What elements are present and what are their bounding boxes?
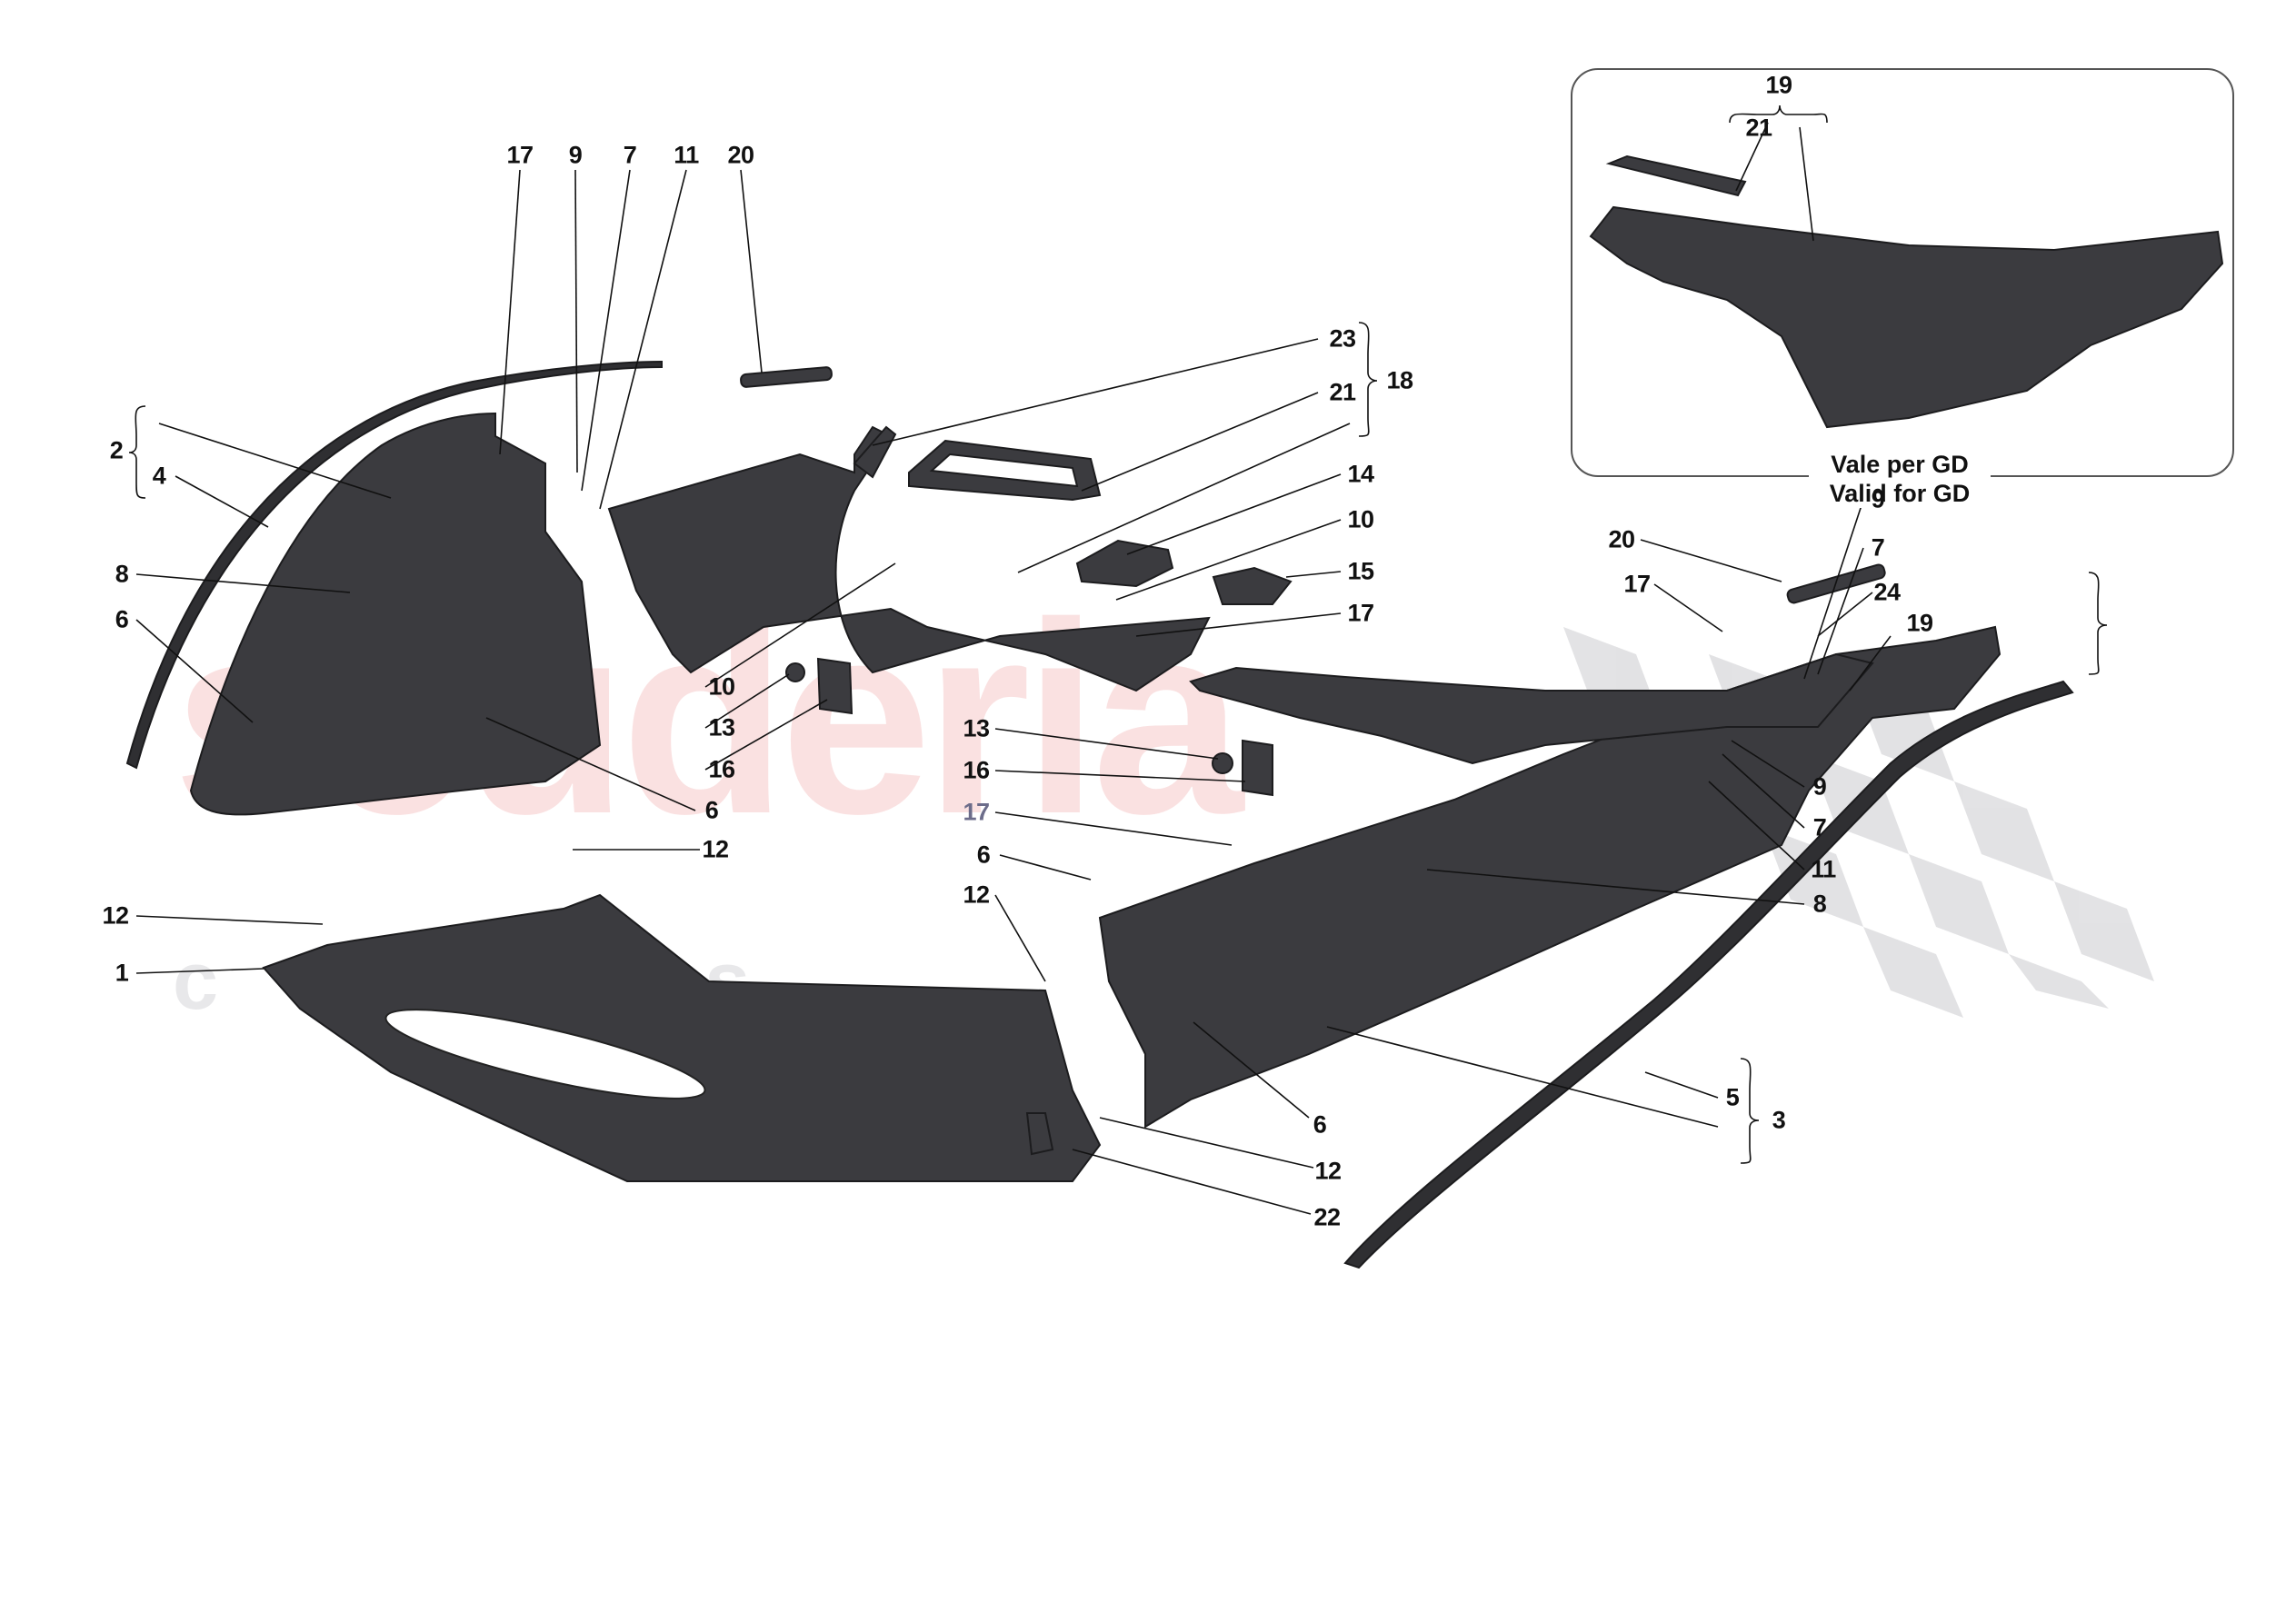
- inset-caption-english: Valid for GD: [1829, 480, 1971, 507]
- callout-part-7[interactable]: 7: [1871, 533, 1885, 562]
- part-1-lower-panel: [262, 893, 1102, 1182]
- callout-part-5[interactable]: 5: [1725, 1083, 1740, 1111]
- callout-part-8[interactable]: 8: [1812, 890, 1827, 918]
- part-16-right: [1242, 739, 1273, 797]
- callout-part-16[interactable]: 16: [708, 755, 735, 783]
- part-20-strut-left: [740, 366, 833, 388]
- part-23: [853, 425, 897, 479]
- callout-part-11[interactable]: 11: [1811, 855, 1836, 883]
- callout-part-7[interactable]: 7: [1812, 813, 1827, 841]
- callout-part-6[interactable]: 6: [1313, 1110, 1327, 1139]
- callout-part-10[interactable]: 10: [708, 672, 735, 701]
- callout-part-11[interactable]: 11: [674, 141, 699, 169]
- callout-part-16[interactable]: 16: [963, 756, 990, 784]
- inset-callout-19[interactable]: 19: [1765, 71, 1792, 99]
- part-13-left: [785, 662, 805, 682]
- callout-part-8[interactable]: 8: [115, 560, 129, 588]
- part-15: [1212, 566, 1293, 605]
- callout-part-12[interactable]: 12: [702, 835, 729, 863]
- callout-part-17[interactable]: 17: [1623, 570, 1651, 598]
- part-21-frame: [908, 439, 1102, 502]
- inset-caption: Vale per GD Valid for GD: [1809, 450, 1991, 508]
- callout-part-13[interactable]: 13: [963, 714, 990, 742]
- callout-part-6[interactable]: 6: [704, 796, 719, 824]
- callout-part-9[interactable]: 9: [1871, 485, 1885, 513]
- callout-part-3[interactable]: 3: [1772, 1106, 1786, 1134]
- callout-part-24[interactable]: 24: [1873, 578, 1901, 606]
- callout-part-12[interactable]: 12: [1314, 1157, 1342, 1185]
- part-2-left-panel: [189, 412, 602, 816]
- callout-part-2[interactable]: 2: [109, 436, 124, 464]
- callout-part-20[interactable]: 20: [727, 141, 754, 169]
- part-13-right: [1212, 752, 1233, 774]
- callout-part-20[interactable]: 20: [1608, 525, 1635, 553]
- callout-part-9[interactable]: 9: [568, 141, 583, 169]
- callout-part-15[interactable]: 15: [1347, 557, 1374, 585]
- inset-caption-italian: Vale per GD: [1831, 451, 1969, 478]
- callout-part-18[interactable]: 18: [1386, 366, 1413, 394]
- callout-part-19[interactable]: 19: [1906, 609, 1933, 637]
- callout-part-21[interactable]: 21: [1329, 378, 1356, 406]
- part-16-left: [816, 657, 854, 715]
- inset-variant-box: [1571, 68, 2234, 477]
- callout-part-6[interactable]: 6: [976, 841, 991, 869]
- leader-lines: [128, 104, 2108, 1215]
- inset-part-19-panel: [1589, 205, 2224, 429]
- callout-part-10[interactable]: 10: [1347, 505, 1374, 533]
- callout-part-4[interactable]: 4: [152, 462, 166, 490]
- callout-part-12[interactable]: 12: [963, 881, 990, 909]
- callout-part-9[interactable]: 9: [1812, 772, 1827, 801]
- callout-part-22[interactable]: 22: [1313, 1203, 1341, 1231]
- callout-part-1[interactable]: 1: [115, 959, 129, 987]
- callout-part-14[interactable]: 14: [1347, 460, 1374, 488]
- part-5-seal: [1343, 680, 2074, 1269]
- callout-part-12[interactable]: 12: [102, 901, 129, 930]
- callout-part-17[interactable]: 17: [506, 141, 534, 169]
- callout-part-17[interactable]: 17: [1347, 599, 1374, 627]
- callout-part-17[interactable]: 17: [963, 798, 990, 826]
- part-14: [1075, 539, 1174, 588]
- part-4-seal: [125, 360, 663, 770]
- inset-callout-21[interactable]: 21: [1745, 114, 1772, 142]
- callout-part-13[interactable]: 13: [708, 713, 735, 741]
- part-18-center-panel: [607, 425, 1211, 692]
- part-22: [1025, 1112, 1054, 1156]
- inset-part-21-frame: [1605, 154, 1747, 197]
- part-19-upper-trim: [1189, 652, 1874, 765]
- callout-part-7[interactable]: 7: [623, 141, 637, 169]
- callout-part-6[interactable]: 6: [115, 605, 129, 633]
- callout-part-23[interactable]: 23: [1329, 324, 1356, 353]
